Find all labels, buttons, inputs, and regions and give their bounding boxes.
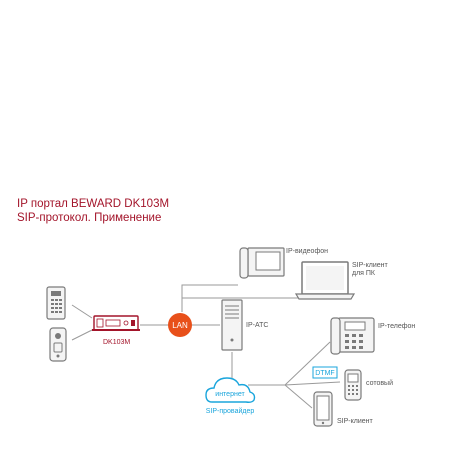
cellular-label: сотовый (366, 379, 393, 387)
laptop-icon (294, 261, 356, 300)
connection-lines (71, 284, 341, 409)
diagram-title-line1: IP портал BEWARD DK103M (17, 198, 170, 210)
dk103m-label: DK103M (103, 339, 130, 346)
desk-phone-icon (330, 317, 375, 355)
cell-phone-icon (344, 369, 362, 401)
dtmf-label: DTMF (315, 370, 334, 377)
sip-provider-label: SIP-провайдер (206, 407, 255, 415)
lan-label: LAN (172, 321, 188, 330)
door-station-icon (49, 327, 67, 362)
smartphone-icon (313, 391, 333, 427)
cloud-icon (205, 377, 256, 403)
dk103m-unit-icon (92, 315, 140, 331)
videophone-icon (239, 247, 285, 279)
ip-phone-label: IP-телефон (378, 323, 415, 330)
sip-client-pc-label-line2: для ПК (352, 270, 376, 277)
ip-videophone-label: IP-видеофон (286, 248, 328, 255)
internet-label: интернет (215, 391, 245, 398)
server-icon (221, 299, 243, 351)
door-panel-icon (46, 286, 66, 320)
dtmf-badge: DTMF (312, 366, 338, 379)
diagram-title-line2: SIP-протокол. Применение (17, 212, 162, 224)
sip-client-label: SIP-клиент (337, 418, 374, 425)
lan-hub-icon: LAN (168, 313, 192, 337)
sip-client-pc-label-line1: SIP-клиент (352, 262, 389, 269)
ip-pbx-label: IP-АТС (246, 322, 268, 329)
